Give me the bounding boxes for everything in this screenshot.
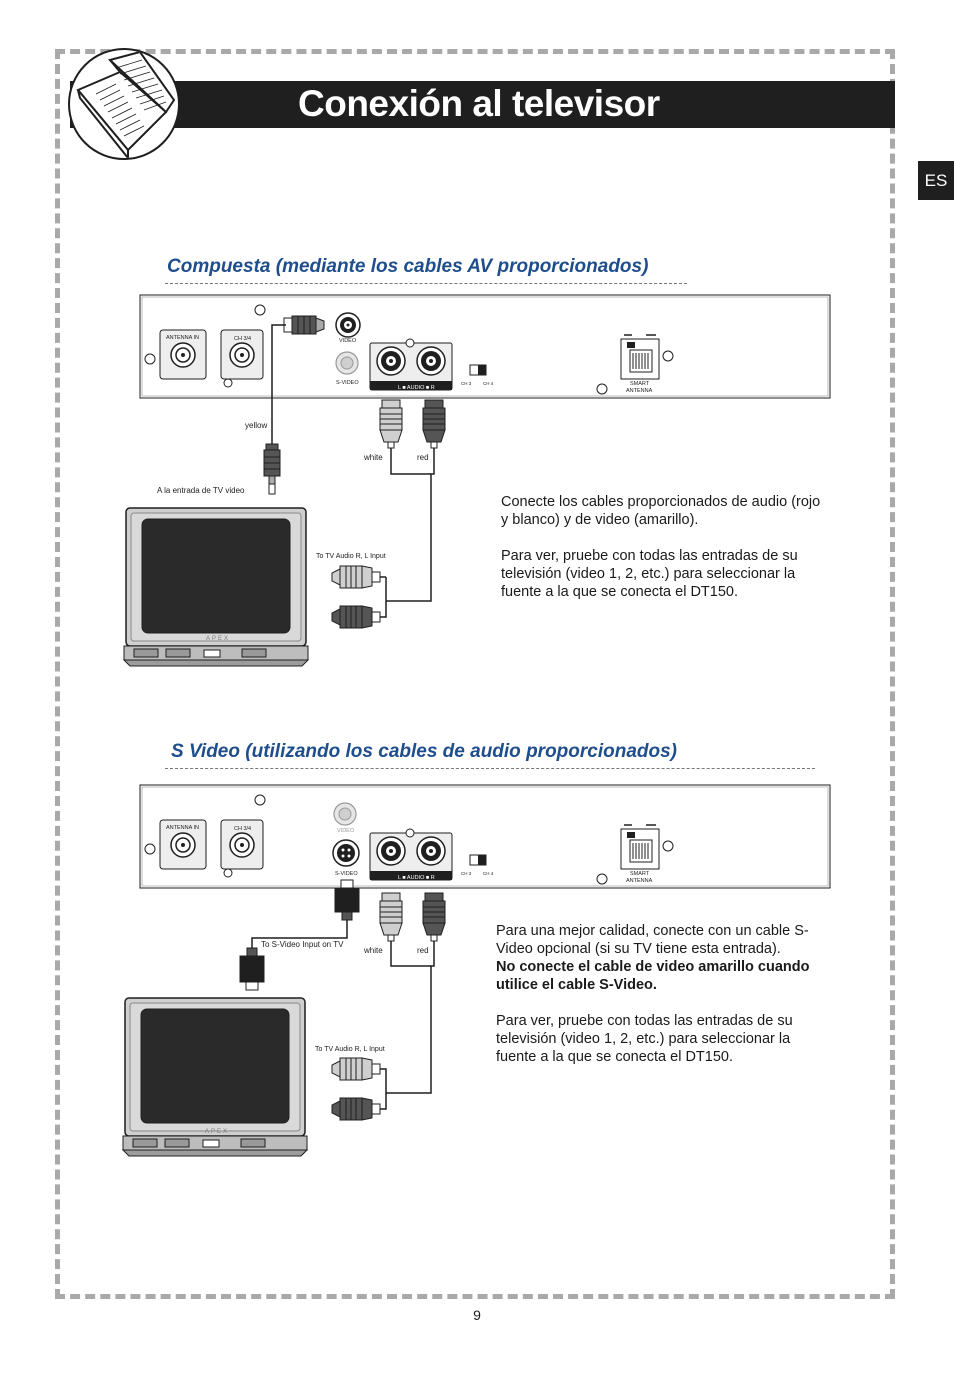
yellow-video-cable xyxy=(271,324,286,446)
title-bar xyxy=(70,81,895,128)
ch3-label: CH 3 xyxy=(461,871,472,876)
tv-brand: APEX xyxy=(206,636,230,642)
svideo-paragraph-1: Para una mejor calidad, conecte con un c… xyxy=(496,923,809,957)
svideo-instructions: Para una mejor calidad, conecte con un c… xyxy=(496,922,826,1066)
smart-label: SMART xyxy=(630,381,650,387)
composite-paragraph-1: Conecte los cables proporcionados de aud… xyxy=(501,494,821,528)
antenna-label: ANTENNA xyxy=(626,878,653,884)
language-tab[interactable]: ES xyxy=(918,161,954,200)
white-audio-cable xyxy=(390,448,431,475)
white-audio-plug-tv xyxy=(331,1057,381,1081)
heading-rule xyxy=(165,768,815,769)
section-heading-svideo: S Video (utilizando los cables de audio … xyxy=(171,741,678,762)
white-audio-plug xyxy=(379,399,403,449)
composite-instructions: Conecte los cables proporcionados de aud… xyxy=(501,493,831,601)
antenna-in-label: ANTENNA IN xyxy=(166,335,199,341)
smart-label: SMART xyxy=(630,871,650,877)
antenna-label: ANTENNA xyxy=(626,388,653,394)
tv-audio-label: To TV Audio R, L Input xyxy=(316,553,386,560)
white-audio-plug xyxy=(379,892,403,942)
red-audio-cable xyxy=(386,941,435,1094)
svideo-label: S-VIDEO xyxy=(335,871,358,877)
heading-rule xyxy=(165,283,687,284)
white-label: white xyxy=(363,453,383,462)
page-number: 9 xyxy=(473,1307,481,1323)
tv-audio-label: To TV Audio R, L Input xyxy=(315,1046,385,1053)
tv-video-label: A la entrada de TV video xyxy=(157,486,245,495)
composite-paragraph-2: Para ver, pruebe con todas las entradas … xyxy=(501,548,798,600)
settop-box-svideo xyxy=(139,784,831,889)
svideo-plug-tv xyxy=(239,947,265,991)
ch4-label: CH 4 xyxy=(483,871,494,876)
red-audio-plug-tv xyxy=(331,605,381,629)
audio-label: L ■ AUDIO ■ R xyxy=(398,385,435,391)
video-label: VIDEO xyxy=(339,338,357,344)
svideo-input-label: To S-Video Input on TV xyxy=(261,940,344,949)
section-heading-composite: Compuesta (mediante los cables AV propor… xyxy=(167,256,649,277)
red-label: red xyxy=(417,946,429,955)
tv-brand: APEX xyxy=(205,1129,229,1135)
red-label: red xyxy=(417,453,429,462)
page-frame xyxy=(55,49,895,1299)
video-label: VIDEO xyxy=(337,828,355,834)
red-audio-plug-tv xyxy=(331,1097,381,1121)
svideo-cable xyxy=(251,920,348,950)
television-composite xyxy=(123,507,309,667)
ch4-label: CH 4 xyxy=(483,381,494,386)
yellow-label: yellow xyxy=(245,421,267,430)
white-audio-cable xyxy=(390,941,431,967)
yellow-video-plug-device xyxy=(283,315,325,335)
red-audio-cable xyxy=(386,448,435,602)
white-label: white xyxy=(363,946,383,955)
ch34-label: CH 3/4 xyxy=(234,826,251,832)
ch3-label: CH 3 xyxy=(461,381,472,386)
ch34-label: CH 3/4 xyxy=(234,336,251,342)
antenna-in-label: ANTENNA IN xyxy=(166,825,199,831)
audio-label: L ■ AUDIO ■ R xyxy=(398,875,435,881)
svideo-plug-device xyxy=(334,879,360,921)
page-title: Conexión al televisor xyxy=(298,83,660,124)
svideo-paragraph-2: Para ver, pruebe con todas las entradas … xyxy=(496,1013,793,1065)
red-audio-plug xyxy=(422,892,446,942)
svideo-warning: No conecte el cable de video amarillo cu… xyxy=(496,959,810,993)
white-audio-plug-tv xyxy=(331,565,381,589)
red-audio-plug xyxy=(422,399,446,449)
book-icon xyxy=(68,48,180,160)
yellow-video-plug-tv xyxy=(263,443,281,495)
svideo-label: S-VIDEO xyxy=(336,380,359,386)
settop-box-composite xyxy=(139,294,831,399)
